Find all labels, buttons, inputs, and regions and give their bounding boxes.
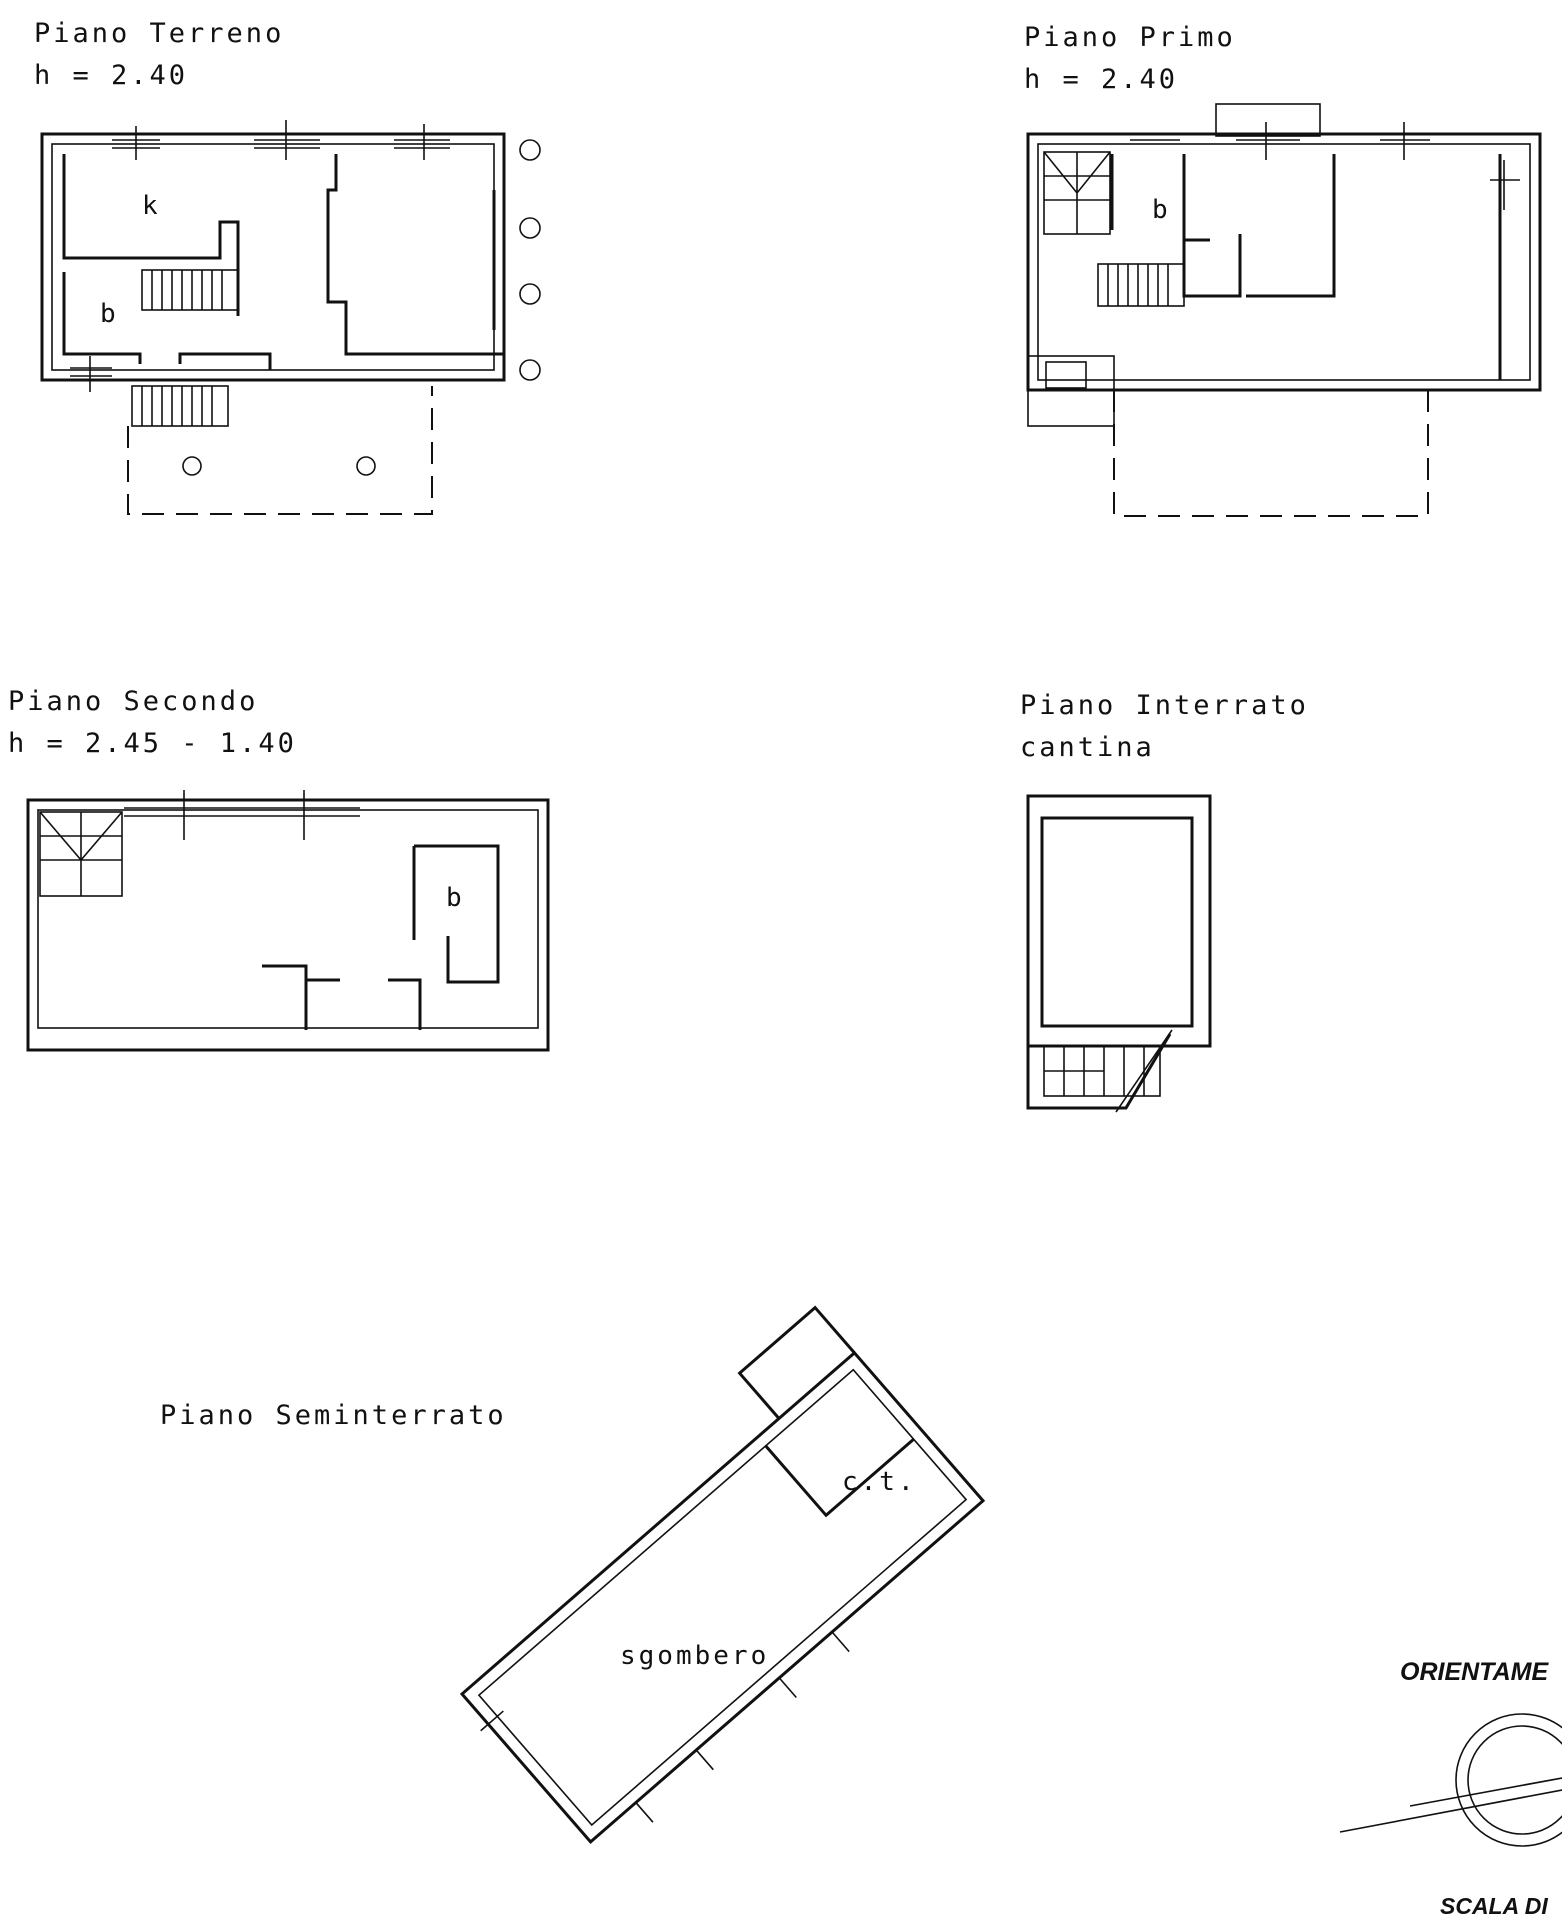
plan-piano-interrato: Piano Interrato cantina [1020,690,1309,1113]
plan-piano-secondo: Piano Secondo h = 2.45 - 1.40 b [8,686,550,1052]
inner-wall [37,809,539,1029]
height-piano-primo: h = 2.40 [1024,64,1178,95]
title-piano-terreno: Piano Terreno [34,18,284,49]
balcony [1215,103,1321,137]
orientation-label: ORIENTAME [1400,1658,1549,1686]
stair [1043,151,1185,389]
columns [182,139,541,476]
annex-wall [737,1305,856,1420]
openings [480,1631,850,1823]
compass-inner-icon [1467,1725,1562,1835]
height-piano-terreno: h = 2.40 [34,60,188,91]
partition-wall [326,154,504,356]
outer-wall [1026,794,1212,1048]
height-piano-secondo: h = 2.45 - 1.40 [8,728,297,759]
outer-wall [459,1350,986,1845]
outer-wall [1026,132,1542,392]
bath-wall [62,272,272,370]
outer-wall [26,798,550,1052]
room-label-b: b [1152,195,1168,225]
ct-room-wall [764,1438,915,1518]
windows [70,120,450,392]
stair-wall [1026,1033,1172,1110]
title-piano-interrato: Piano Interrato [1020,690,1309,721]
title-piano-secondo: Piano Secondo [8,686,258,717]
title-piano-primo: Piano Primo [1024,22,1236,53]
title-piano-seminterrato: Piano Seminterrato [160,1400,507,1431]
plan-piano-terreno: Piano Terreno h = 2.40 k b [34,18,541,515]
outer-wall [40,132,506,382]
partition-walls [262,964,422,1030]
subtitle-cantina: cantina [1020,732,1155,763]
stair [1043,1029,1173,1113]
stair [131,269,239,427]
bath-walls [412,844,500,984]
windows [1130,122,1520,210]
portico-outline [127,386,433,515]
plan-piano-seminterrato: Piano Seminterrato c.t. sgombero [160,1305,986,1845]
inner-wall [477,1368,968,1827]
kitchen-wall [62,154,240,316]
inner-wall [1040,816,1194,1028]
north-arrow-icon [1339,1777,1562,1833]
stair [39,811,123,897]
inner-wall [1037,143,1531,381]
terrace-outline [1113,390,1429,517]
scale-label: SCALA DI [1440,1893,1548,1919]
room-label-k: k [142,191,158,221]
windows [124,790,360,840]
room-label-ct: c.t. [842,1467,917,1497]
partition-walls [1110,154,1502,380]
room-label-sgombero: sgombero [620,1641,769,1671]
plan-piano-primo: Piano Primo h = 2.40 b [1024,22,1542,517]
orientation-block: ORIENTAME SCALA DI [1339,1658,1562,1919]
room-label-b: b [446,883,462,913]
room-label-b: b [100,299,116,329]
compass-outer-icon [1455,1713,1562,1847]
